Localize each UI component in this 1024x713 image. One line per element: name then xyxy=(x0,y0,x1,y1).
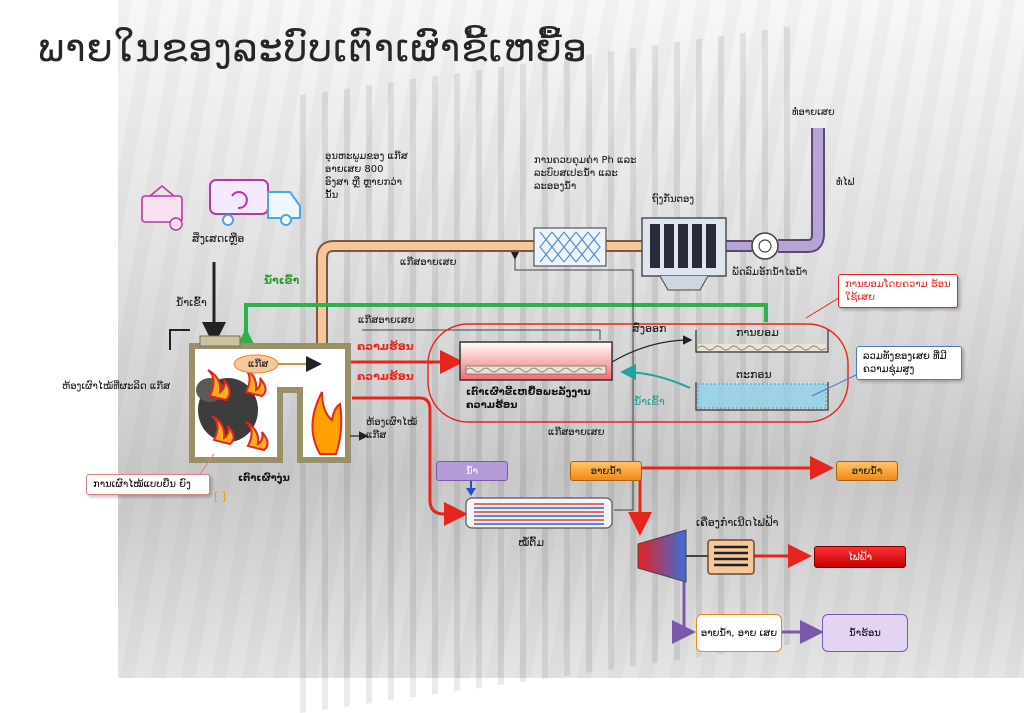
spray-tower xyxy=(533,227,607,267)
water-box: ນ້ຳ xyxy=(436,461,508,481)
primary-chamber-label: ຫ້ອງເຜົາໄໝ້ທີ່ຜະລິດ ແກ໊ສ xyxy=(62,381,171,392)
callout-wet-waste: ລວມທັງຂອງເສຍ ທີ່ມີຄວາມຊຸ່ມສູງ xyxy=(856,346,962,380)
chimney-pipe xyxy=(778,128,825,253)
flame-primary xyxy=(207,369,231,402)
chimney-label: ທໍ່ໄຟ xyxy=(836,177,855,188)
water-in-green-line xyxy=(230,303,768,360)
water-teal-label: ນ້ຳເຂົ້າ xyxy=(634,395,665,408)
generator-label: ເຄື່ອງກຳເນີດໄຟຟ້າ xyxy=(696,516,779,529)
exhaust-gas-bottom-label: ແກ໊ສອາຍເສຍ xyxy=(548,427,605,438)
turbine xyxy=(637,529,687,583)
waste-bag-icon xyxy=(141,184,183,231)
flame-secondary xyxy=(311,391,343,455)
exhaust-gas-mid-label: ແກ໊ສອາຍເສຍ xyxy=(358,315,415,326)
diagram-stage: ພາຍໃນຂອງລະບົບເຕົາເຜົາຂີ້ເຫຍື້ອ xyxy=(38,0,1024,713)
callout-continuous-burn: ການເຜົາໄໝ້ແບບຍືນ ຍົງ xyxy=(86,474,210,495)
exhaust-gas-top-label: ແກ໊ສອາຍເສຍ xyxy=(400,257,457,268)
waste-truck-icon xyxy=(209,179,301,226)
page-title: ພາຍໃນຂອງລະບົບເຕົາເຜົາຂີ້ເຫຍື້ອ xyxy=(38,26,588,70)
boiler-label: ໝໍ້ຕົ້ມ xyxy=(518,536,545,549)
water-in-top-label: ນ້ຳເຂົ້າ xyxy=(264,274,300,287)
secondary-chamber-label: ຫ້ອງເຜົາໄໝ້ ແກ໊ສ xyxy=(366,417,418,441)
electricity-box: ໄຟຟ້າ xyxy=(814,546,906,568)
hot-water-box: ນ້ຳຮ້ອນ xyxy=(822,614,908,652)
waste-label: ສິ່ງເສດເຫຼືອ xyxy=(192,232,245,245)
heat-label-2: ຄວາມຮ້ອນ xyxy=(357,370,414,383)
bracket-label: [ ] xyxy=(214,490,227,503)
fan-circle xyxy=(751,232,779,260)
kiln-label: ເຕົາເຜົາງຸ່ນ xyxy=(238,473,290,484)
ash-melting-label: ເຕົາເຜົາຂີ້ເຫຍື້ອພະລັງງານຄວາມຮ້ອນ xyxy=(466,387,591,411)
water-in-left-label: ນ້ຳເຂົ້າ xyxy=(176,296,207,309)
gas-temperature-label: ອຸນຫະພູມຂອງ ແກ໊ສອາຍເສຍ 800 ອົງສາ ຫຼື ຫຼາ… xyxy=(325,151,408,201)
sediment-label: ຕະກອນ xyxy=(736,368,772,381)
fan-label: ພັດລົມອັກນ້ຳໄອນ້ຳ xyxy=(732,267,808,278)
stack-label: ທໍ່ອາຍເສຍ xyxy=(792,107,835,118)
upper-layer-label: ການຍອມ xyxy=(736,326,779,339)
steam-exhaust-box: ອາຍນ້ຳ, ອາຍ ເສຍ xyxy=(696,614,782,652)
steam-box-1: ອາຍນ້ຳ xyxy=(570,461,642,481)
ash-treatment-enclosure xyxy=(427,323,849,423)
gas-chamber-label: ແກ໊ສ xyxy=(248,359,269,370)
send-out-label: ສົ່ງອອກ xyxy=(632,322,667,335)
sediment-tank xyxy=(695,382,829,411)
generator xyxy=(707,539,755,575)
steam-box-2: ອາຍນ້ຳ xyxy=(836,461,898,481)
diagram-lines xyxy=(141,128,859,644)
heat-label-1: ຄວາມຮ້ອນ xyxy=(357,340,414,353)
callout-heat-treatment: ການຍອມໂດຍຄວາມ ຮ້ອນໃຊ້ເສຍ xyxy=(838,274,958,308)
ph-control-label: ການຄວບຄຸມຄ່າ Ph ແລະ ລະບົບສເປຣນ້ຳ ແລະ ລະອ… xyxy=(534,155,637,192)
bag-filter-label: ຖົງກັ່ນຕອງ xyxy=(652,194,695,205)
upper-layer-tray xyxy=(695,330,829,353)
